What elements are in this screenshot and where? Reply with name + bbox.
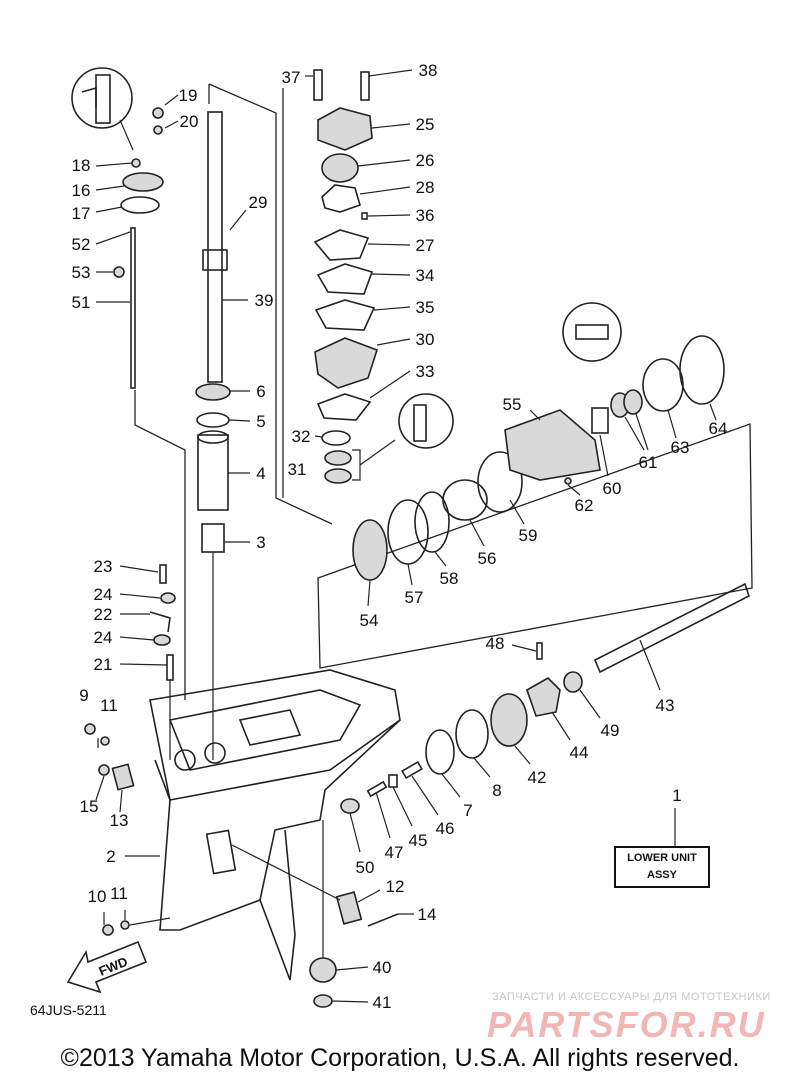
lower-unit-assy-label: LOWER UNIT ASSY [614,846,710,888]
callout-7: 7 [463,801,472,820]
callout-62: 62 [575,496,594,515]
callout-10: 10 [88,887,107,906]
callout-59: 59 [519,526,538,545]
fwd-arrow: FWD [66,940,148,994]
callout-18: 18 [72,156,91,175]
callout-29: 29 [249,193,268,212]
callout-46: 46 [436,819,455,838]
callout-42: 42 [528,768,547,787]
callout-1: 1 [672,786,681,805]
callout-54: 54 [360,611,379,630]
callout-32: 32 [292,427,311,446]
shift-rod-assembly [71,67,176,760]
leader-lines [95,69,717,1003]
callout-58: 58 [440,569,459,588]
propeller-shaft-assembly [340,302,750,814]
callout-16: 16 [72,181,91,200]
callout-37: 37 [282,68,301,87]
callout-12: 12 [386,877,405,896]
callout-57: 57 [405,588,424,607]
callout-61: 61 [639,453,658,472]
callout-39: 39 [255,291,274,310]
callout-56: 56 [478,549,497,568]
callout-13: 13 [110,811,129,830]
callout-26: 26 [416,151,435,170]
callout-8: 8 [492,781,501,800]
callout-50: 50 [356,858,375,877]
callout-47: 47 [385,843,404,862]
callout-33: 33 [416,362,435,381]
callout-55: 55 [503,395,522,414]
callout-11: 11 [110,884,128,903]
callout-21: 21 [94,655,113,674]
hardware-parts [84,723,399,1008]
callout-41: 41 [373,993,392,1012]
watermark-brand: PARTSFOR.RU [487,1004,766,1045]
drive-shaft-assembly [195,111,231,760]
callout-5: 5 [256,412,265,431]
callout-27: 27 [416,236,435,255]
callout-63: 63 [671,438,690,457]
callout-53: 53 [72,263,91,282]
watermark-tagline: ЗАПЧАСТИ И АКСЕССУАРЫ ДЛЯ МОТОТЕХНИКИ [492,991,771,1003]
callout-60: 60 [603,479,622,498]
callout-25: 25 [416,115,435,134]
callout-24: 24 [94,585,113,604]
callout-2: 2 [106,847,115,866]
callout-31: 31 [288,460,307,479]
callout-36: 36 [416,206,435,225]
callout-30: 30 [416,330,435,349]
lower-unit-label-line1: LOWER UNIT [627,852,697,864]
callout-14: 14 [418,905,437,924]
exploded-parts-diagram: FWD 373819202526281816172936275253345139… [66,61,753,1012]
callout-45: 45 [409,831,428,850]
water-pump-assembly [313,69,454,484]
callout-15: 15 [80,797,99,816]
callout-24: 24 [94,628,113,647]
group-outlines [134,83,753,700]
callout-48: 48 [486,634,505,653]
callout-23: 23 [94,557,113,576]
diagram-code: 64JUS-5211 [30,1002,107,1018]
callout-49: 49 [601,721,620,740]
callout-44: 44 [570,743,589,762]
lower-unit-housing [149,669,401,981]
callout-28: 28 [416,178,435,197]
callout-20: 20 [180,112,199,131]
copyright-notice: ©2013 Yamaha Motor Corporation, U.S.A. A… [60,1044,740,1072]
callout-35: 35 [416,298,435,317]
callout-43: 43 [656,696,675,715]
callout-4: 4 [256,464,265,483]
callout-3: 3 [256,533,265,552]
callout-34: 34 [416,266,435,285]
callout-38: 38 [419,61,438,80]
callout-51: 51 [72,293,91,312]
callout-11: 11 [100,696,118,715]
callout-19: 19 [179,86,198,105]
callout-17: 17 [72,204,91,223]
callout-52: 52 [72,235,91,254]
lower-unit-label-line2: ASSY [647,869,677,881]
callout-40: 40 [373,958,392,977]
callout-22: 22 [94,605,113,624]
callout-6: 6 [256,382,265,401]
callout-9: 9 [79,686,88,705]
callout-64: 64 [709,419,728,438]
